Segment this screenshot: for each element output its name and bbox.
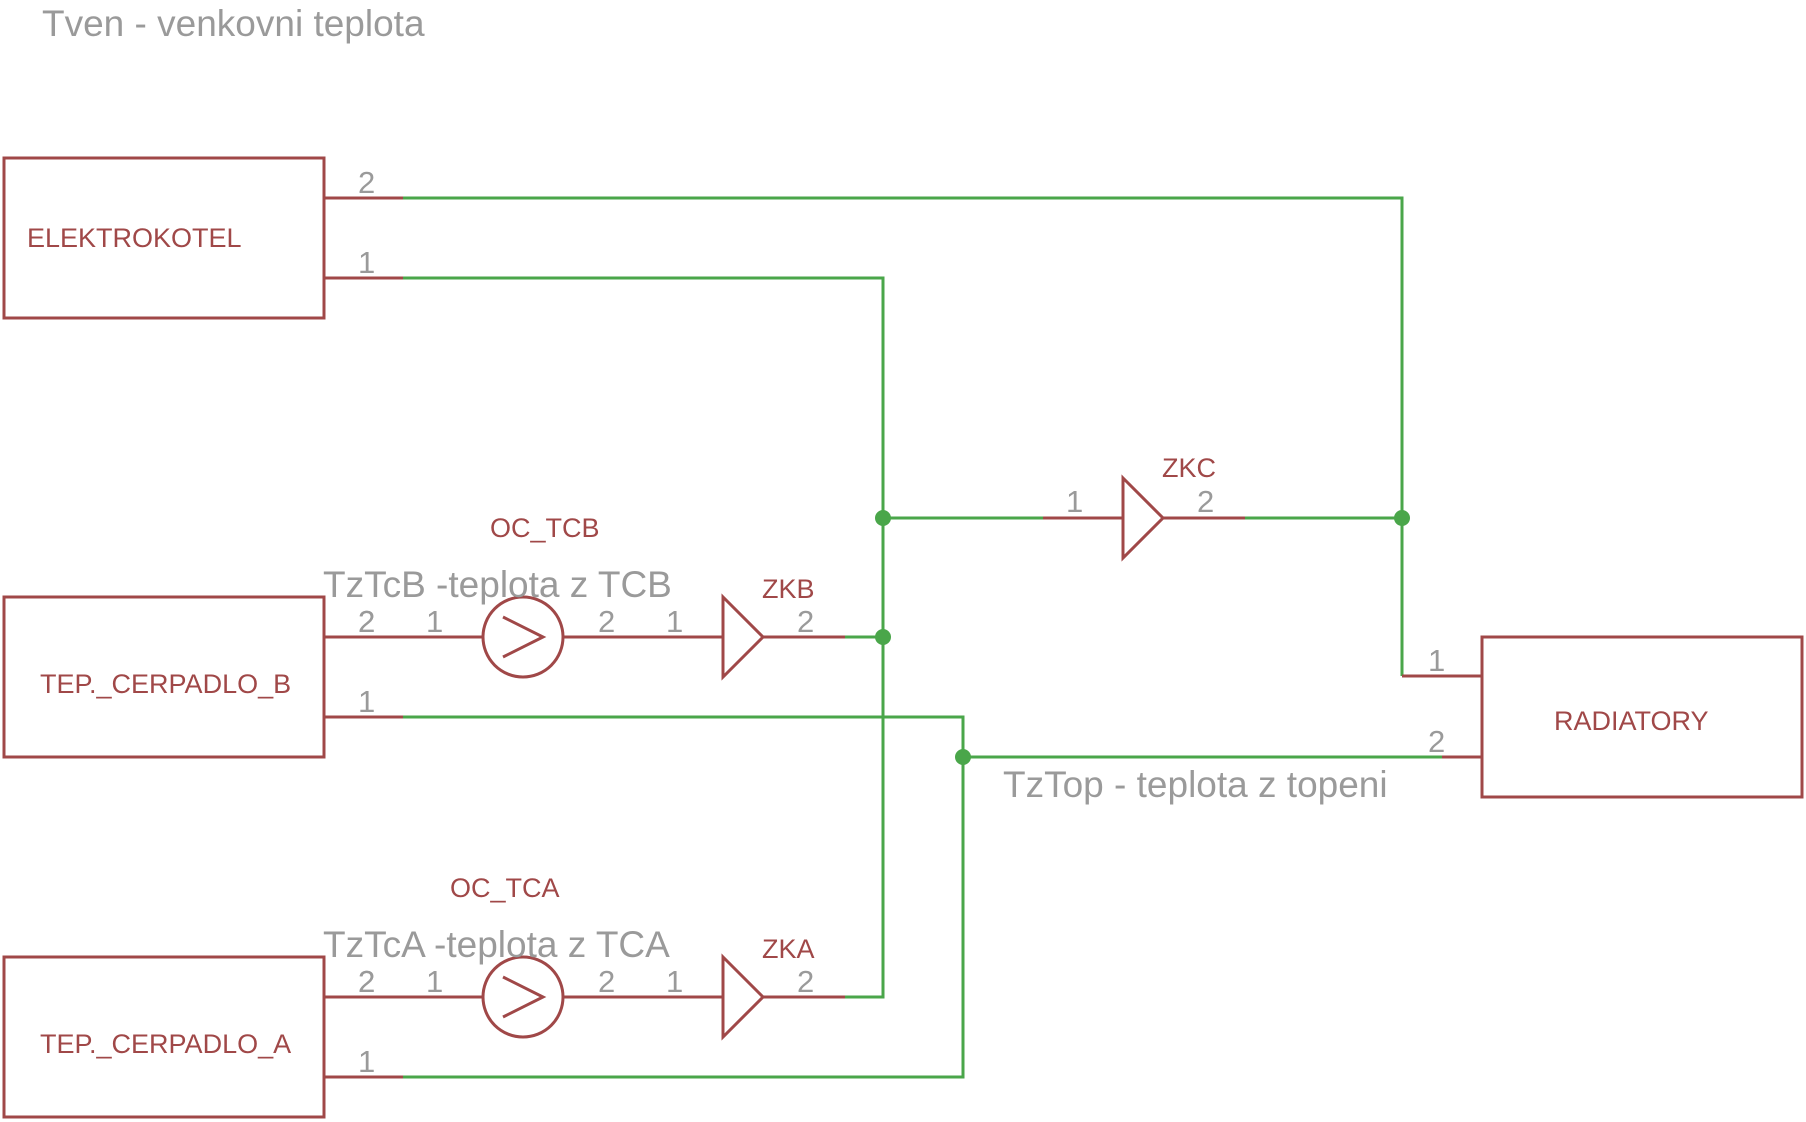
pin-number: 2 — [358, 964, 375, 999]
pin-number: 1 — [358, 684, 375, 719]
top-note: Tven - venkovni teplota — [42, 3, 425, 44]
block-radiatory[interactable]: RADIATORY 1 2 — [1402, 635, 1804, 799]
pin-number: 1 — [1066, 484, 1083, 519]
pin-number: 2 — [358, 604, 375, 639]
pin-number: 2 — [1428, 724, 1445, 759]
block-label: ELEKTROKOTEL — [27, 223, 242, 253]
pin-number: 1 — [666, 604, 683, 639]
block-elektrokotel[interactable]: ELEKTROKOTEL 2 1 — [2, 156, 403, 320]
pin-number: 1 — [358, 1044, 375, 1079]
pin-number: 1 — [666, 964, 683, 999]
junction-dot — [875, 629, 891, 645]
component-label: ZKA — [762, 934, 815, 964]
component-label: ZKC — [1162, 453, 1216, 483]
pin-number: 1 — [1428, 643, 1445, 678]
net-label-tztca: TzTcA -teplota z TCA — [323, 924, 670, 965]
net-label-tztcb: TzTcB -teplota z TCB — [323, 564, 672, 605]
pin-number: 2 — [797, 604, 814, 639]
comparator-oc-tcb[interactable]: OC_TCB 2 1 — [358, 513, 643, 679]
pin-number: 2 — [598, 604, 615, 639]
buffer-zka[interactable]: ZKA 2 1 2 — [598, 934, 845, 1041]
pin-number: 2 — [598, 964, 615, 999]
block-label: TEP._CERPADLO_B — [40, 669, 291, 699]
block-label: RADIATORY — [1554, 706, 1709, 736]
pin-number: 1 — [426, 964, 443, 999]
wire-cerpadlo-b-1 — [403, 715, 965, 1079]
pin-number: 2 — [797, 964, 814, 999]
junction-dot — [955, 749, 971, 765]
pin-number: 2 — [358, 604, 375, 639]
block-label: TEP._CERPADLO_A — [40, 1029, 291, 1059]
net-label-tztop: TzTop - teplota z topeni — [1003, 764, 1388, 805]
pin-number: 2 — [358, 964, 375, 999]
component-label: ZKB — [762, 574, 815, 604]
component-label: OC_TCB — [490, 513, 600, 543]
block-cerpadlo-a[interactable]: TEP._CERPADLO_A 2 1 — [2, 955, 403, 1119]
component-label: OC_TCA — [450, 873, 560, 903]
block-cerpadlo-b[interactable]: TEP._CERPADLO_B 2 1 — [2, 595, 403, 759]
pin-number: 2 — [1197, 484, 1214, 519]
junction-dot — [1394, 510, 1410, 526]
buffer-zkb[interactable]: ZKB 2 1 2 — [598, 574, 845, 681]
pin-number: 1 — [358, 245, 375, 280]
comparator-oc-tca[interactable]: OC_TCA 2 1 — [358, 873, 643, 1039]
pin-number: 2 — [358, 165, 375, 200]
junction-dot — [875, 510, 891, 526]
pin-number: 1 — [426, 604, 443, 639]
buffer-zkc[interactable]: ZKC 1 2 — [1043, 453, 1245, 562]
